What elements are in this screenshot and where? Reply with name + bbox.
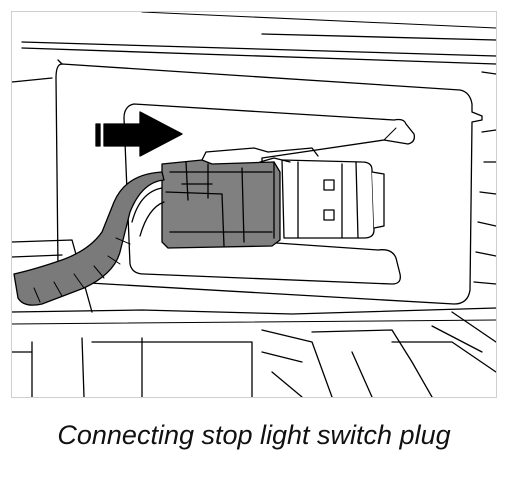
connector-plug bbox=[161, 147, 291, 249]
technical-illustration bbox=[12, 12, 496, 397]
figure-frame bbox=[11, 11, 497, 398]
cable-harness bbox=[13, 171, 165, 306]
lower-linework bbox=[12, 307, 496, 397]
right-arrow-icon bbox=[95, 111, 183, 157]
stop-light-switch bbox=[267, 147, 385, 239]
figure-caption: Connecting stop light switch plug bbox=[57, 420, 451, 450]
